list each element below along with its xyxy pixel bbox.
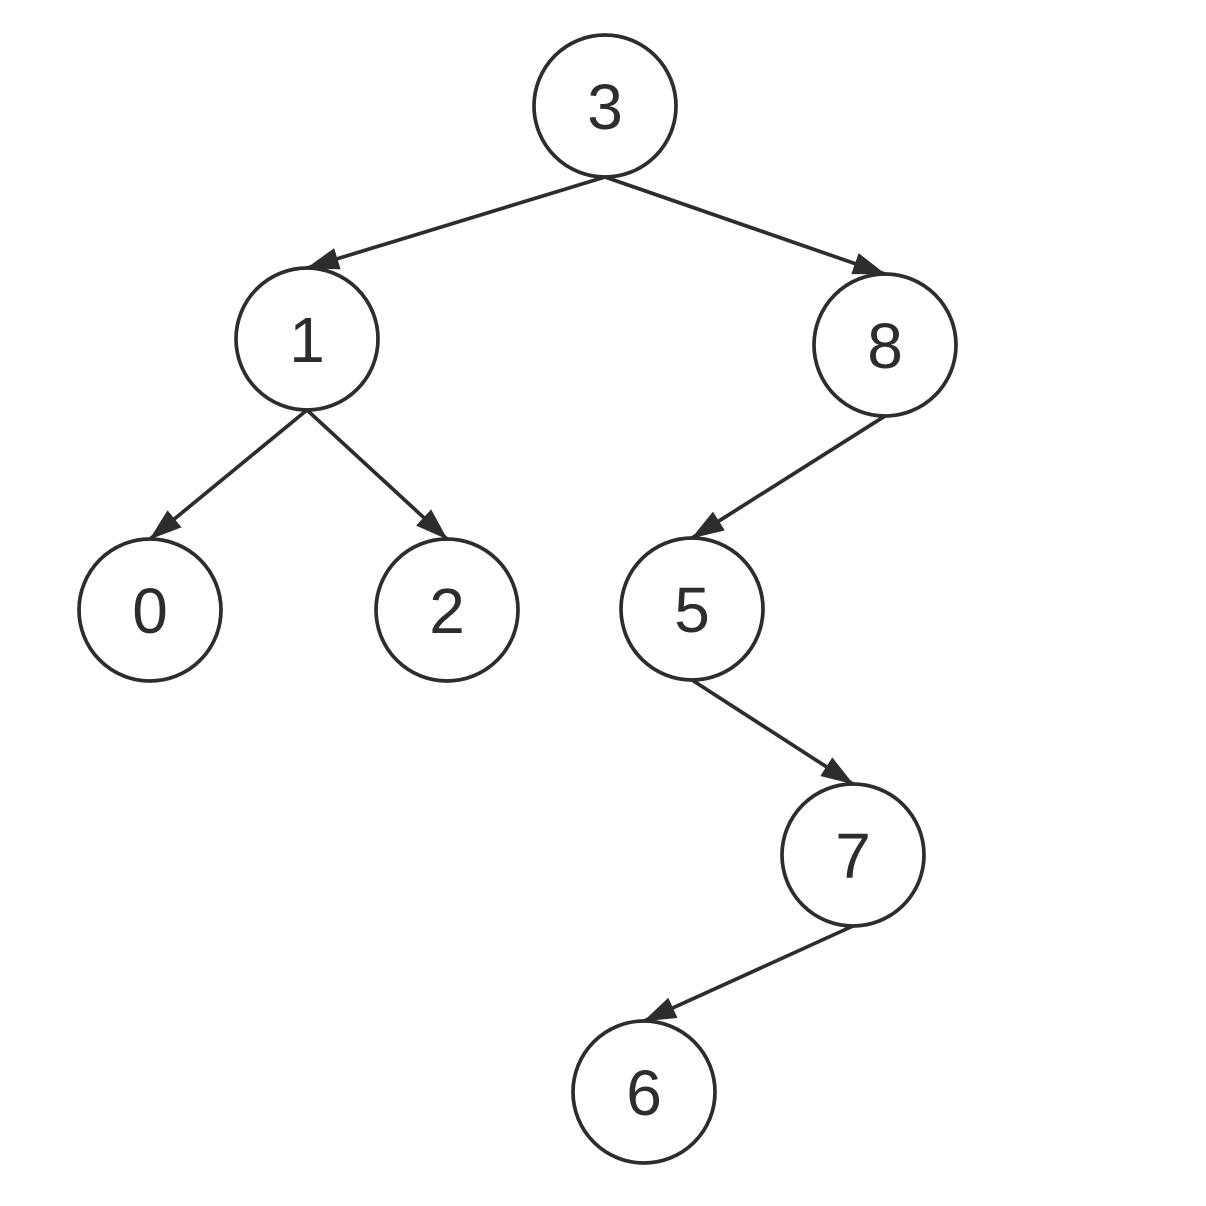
tree-edge-1-0: [148, 408, 309, 541]
tree-node-circle-1: [234, 266, 380, 412]
tree-node-label-5: 5: [674, 574, 710, 646]
tree-node-circle-0: [77, 537, 223, 683]
tree-node-3: 3: [532, 33, 678, 179]
tree-edge-7-6: [643, 924, 854, 1023]
tree-node-label-1: 1: [289, 304, 325, 376]
tree-node-circle-5: [619, 536, 765, 682]
tree-node-circle-2: [374, 537, 520, 683]
tree-node-0: 0: [77, 537, 223, 683]
tree-node-6: 6: [571, 1019, 717, 1165]
tree-node-label-0: 0: [132, 575, 168, 647]
tree-node-1: 1: [234, 266, 380, 412]
tree-node-2: 2: [374, 537, 520, 683]
tree-node-label-6: 6: [626, 1057, 662, 1129]
tree-edge-3-8: [604, 175, 886, 276]
tree-node-circle-3: [532, 33, 678, 179]
tree-node-circle-8: [812, 272, 958, 418]
tree-node-circle-7: [780, 782, 926, 928]
tree-node-5: 5: [619, 536, 765, 682]
tree-node-8: 8: [812, 272, 958, 418]
tree-node-circle-6: [571, 1019, 717, 1165]
nodes-layer: 3 1 8 0 2 5 7 6: [77, 33, 958, 1165]
tree-node-label-3: 3: [587, 71, 623, 143]
tree-node-label-2: 2: [429, 575, 465, 647]
tree-edge-1-2: [305, 408, 449, 541]
tree-edge-8-5: [691, 414, 886, 540]
tree-node-label-8: 8: [867, 310, 903, 382]
edges-layer: [148, 175, 886, 1023]
tree-edge-3-1: [306, 175, 606, 270]
tree-node-label-7: 7: [835, 820, 871, 892]
tree-node-7: 7: [780, 782, 926, 928]
tree-edge-5-7: [690, 678, 855, 786]
